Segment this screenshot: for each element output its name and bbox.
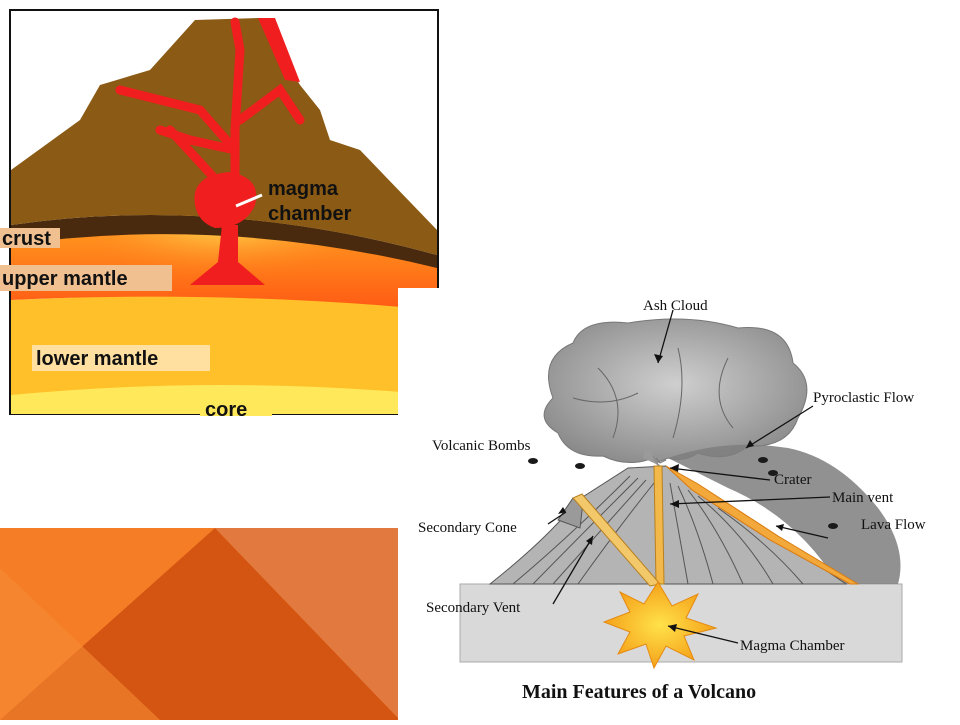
deco-triangle-light	[215, 528, 400, 720]
label-crater: Crater	[774, 472, 811, 488]
lower-mantle-label-bg	[32, 345, 210, 371]
crust-label-bg	[0, 228, 60, 248]
volcano-cross-section-figure: magma chamber crust upper mantle lower m…	[0, 0, 440, 421]
volcanic-bombs	[528, 457, 838, 529]
figure-title: Main Features of a Volcano	[522, 681, 756, 703]
crust-label: crust	[2, 228, 51, 250]
arrow-heads	[558, 354, 784, 632]
volcano-features-figure: Ash Cloud Pyroclastic Flow Volcanic Bomb…	[398, 288, 960, 720]
lower-mantle-label: lower mantle	[36, 348, 158, 370]
magma-chamber	[602, 581, 718, 670]
label-secondary-cone: Secondary Cone	[418, 520, 517, 536]
decorative-triangles	[0, 528, 400, 720]
pointer-arrows	[547, 309, 831, 644]
secondary-vent	[572, 493, 661, 587]
label-magma-chamber: Magma Chamber	[740, 638, 845, 654]
magma-label-line1: magma	[268, 178, 339, 200]
label-lava-flow: Lava Flow	[861, 517, 926, 533]
ash-cloud	[543, 318, 808, 468]
magma-label-line2: chamber	[268, 203, 352, 225]
lava-flank	[258, 18, 300, 82]
label-secondary-vent: Secondary Vent	[426, 600, 521, 616]
upper-mantle-label-bg	[0, 265, 172, 291]
lava-flow	[665, 465, 860, 585]
upper-mantle-label: upper mantle	[2, 268, 128, 290]
core-label: core	[205, 399, 247, 416]
crust-layer	[11, 215, 437, 268]
label-volcanic-bombs: Volcanic Bombs	[432, 438, 531, 454]
label-pyroclastic-flow: Pyroclastic Flow	[813, 390, 914, 406]
label-main-vent: Main vent	[832, 490, 894, 506]
core-label-bg	[200, 398, 272, 416]
magma-chamber-pointer	[235, 193, 263, 208]
deco-triangle-left	[0, 568, 160, 720]
pyroclastic-smoke	[668, 444, 901, 584]
magma-feeder	[190, 225, 265, 285]
main-vent	[653, 465, 665, 585]
label-ash-cloud: Ash Cloud	[643, 298, 708, 314]
magma-chamber-blob	[194, 172, 257, 228]
